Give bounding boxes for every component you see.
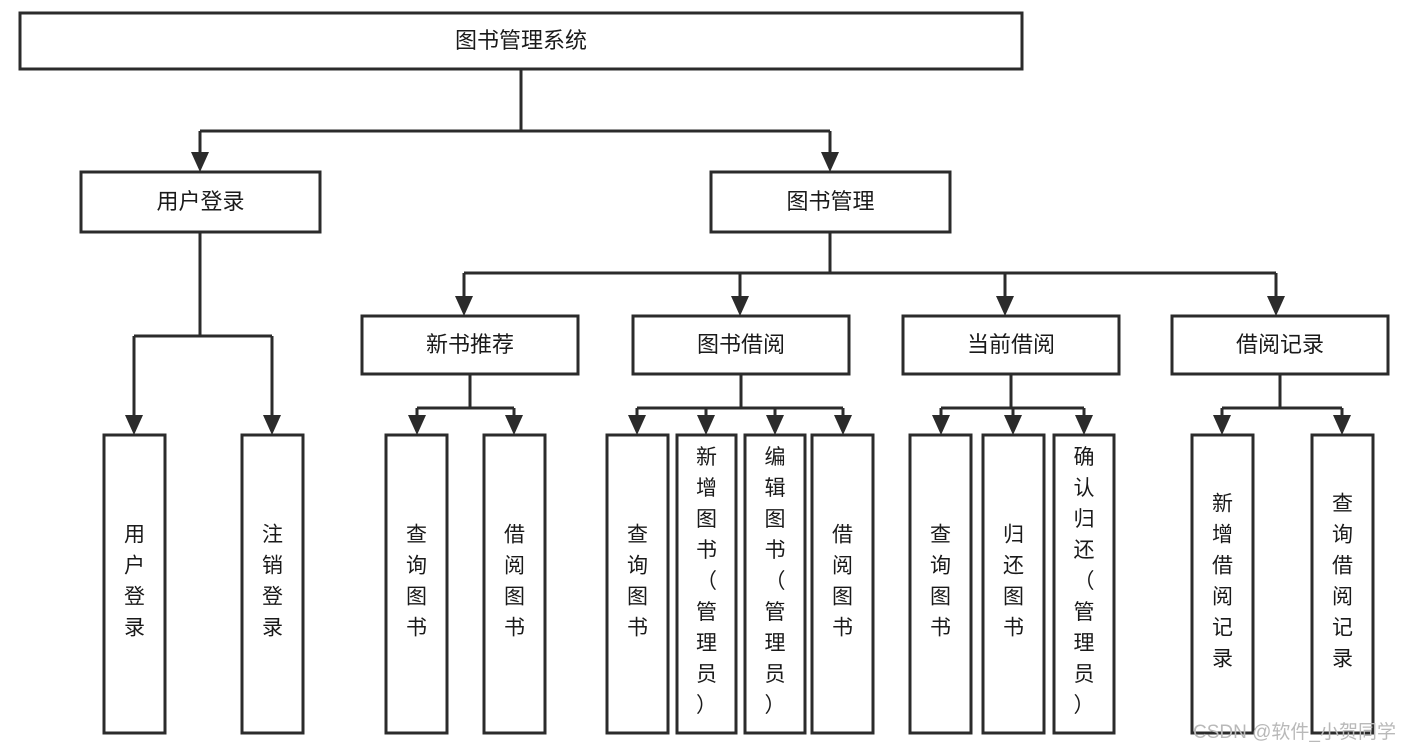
book-borrow-drop-3-arrowhead xyxy=(834,415,852,435)
current-borrow-drop-1-arrowhead xyxy=(1004,415,1022,435)
node-leaf-edit-book-label: 编辑图书（管理员） xyxy=(765,446,786,717)
node-leaf-user-login-box xyxy=(102,433,167,735)
node-leaf-user-login-label: 用户登录 xyxy=(124,524,145,640)
node-leaf-query-book-3-label: 查询图书 xyxy=(930,524,951,640)
node-borrow-record[interactable]: 借阅记录 xyxy=(1170,314,1390,376)
node-leaf-confirm-return[interactable]: 确认归还（管理员） xyxy=(1052,433,1116,735)
node-leaf-logout[interactable]: 注销登录 xyxy=(240,433,305,735)
node-root-system-box xyxy=(18,11,1024,71)
connector-layer xyxy=(125,69,1351,435)
bookmanage-drop-3-arrowhead xyxy=(1267,296,1285,316)
node-leaf-add-record-box xyxy=(1190,433,1255,735)
node-borrow-record-box xyxy=(1170,314,1390,376)
node-leaf-user-login[interactable]: 用户登录 xyxy=(102,433,167,735)
node-book-manage-label: 图书管理 xyxy=(786,189,874,214)
node-user-login-label: 用户登录 xyxy=(156,189,244,214)
node-leaf-logout-label: 注销登录 xyxy=(262,524,283,640)
node-leaf-borrow-book-1[interactable]: 借阅图书 xyxy=(482,433,547,735)
userlogin-drop-0-arrowhead xyxy=(125,415,143,435)
new-book-rec-drop-1-arrowhead xyxy=(505,415,523,435)
node-borrow-record-label: 借阅记录 xyxy=(1236,332,1324,357)
node-new-book-rec[interactable]: 新书推荐 xyxy=(360,314,580,376)
node-leaf-confirm-return-box xyxy=(1052,433,1116,735)
node-book-borrow-label: 图书借阅 xyxy=(697,332,785,357)
bookmanage-drop-2-arrowhead xyxy=(996,296,1014,316)
bookmanage-drop-1-arrowhead xyxy=(731,296,749,316)
node-leaf-add-book-label: 新增图书（管理员） xyxy=(696,446,717,717)
node-root-system[interactable]: 图书管理系统 xyxy=(18,11,1024,71)
node-leaf-add-book[interactable]: 新增图书（管理员） xyxy=(675,433,738,735)
node-layer: 图书管理系统用户登录图书管理新书推荐图书借阅当前借阅借阅记录用户登录注销登录查询… xyxy=(18,11,1390,735)
node-leaf-query-book-3-box xyxy=(908,433,973,735)
new-book-rec-drop-0-arrowhead xyxy=(408,415,426,435)
book-borrow-drop-1-arrowhead xyxy=(697,415,715,435)
current-borrow-drop-2-arrowhead xyxy=(1075,415,1093,435)
node-leaf-return-book-label: 归还图书 xyxy=(1003,524,1024,640)
node-leaf-add-record-label: 新增借阅记录 xyxy=(1212,493,1233,671)
node-leaf-return-book-box xyxy=(981,433,1046,735)
csdn-watermark: CSDN @软件_小贺同学 xyxy=(1193,721,1396,743)
node-leaf-query-book-2-label: 查询图书 xyxy=(627,524,648,640)
bookmanage-drop-0-arrowhead xyxy=(455,296,473,316)
node-leaf-borrow-book-2[interactable]: 借阅图书 xyxy=(810,433,875,735)
node-book-borrow-box xyxy=(631,314,851,376)
node-user-login-box xyxy=(79,170,322,234)
borrow-record-drop-0-arrowhead xyxy=(1213,415,1231,435)
node-leaf-borrow-book-1-box xyxy=(482,433,547,735)
node-new-book-rec-label: 新书推荐 xyxy=(426,332,514,357)
node-root-system-label: 图书管理系统 xyxy=(455,28,587,53)
current-borrow-drop-0-arrowhead xyxy=(932,415,950,435)
node-leaf-borrow-book-2-box xyxy=(810,433,875,735)
node-leaf-query-record-box xyxy=(1310,433,1375,735)
node-leaf-edit-book[interactable]: 编辑图书（管理员） xyxy=(743,433,807,735)
node-leaf-query-book-1[interactable]: 查询图书 xyxy=(384,433,449,735)
node-leaf-add-record[interactable]: 新增借阅记录 xyxy=(1190,433,1255,735)
node-user-login[interactable]: 用户登录 xyxy=(79,170,322,234)
node-book-borrow[interactable]: 图书借阅 xyxy=(631,314,851,376)
node-book-manage[interactable]: 图书管理 xyxy=(709,170,952,234)
node-leaf-query-book-1-label: 查询图书 xyxy=(406,524,427,640)
book-borrow-drop-2-arrowhead xyxy=(766,415,784,435)
node-leaf-edit-book-box xyxy=(743,433,807,735)
node-current-borrow-label: 当前借阅 xyxy=(967,332,1055,357)
root-drop-1-arrowhead xyxy=(821,152,839,172)
node-leaf-confirm-return-label: 确认归还（管理员） xyxy=(1074,446,1095,717)
node-current-borrow-box xyxy=(901,314,1121,376)
borrow-record-drop-1-arrowhead xyxy=(1333,415,1351,435)
node-leaf-add-book-box xyxy=(675,433,738,735)
node-leaf-return-book[interactable]: 归还图书 xyxy=(981,433,1046,735)
userlogin-drop-1-arrowhead xyxy=(263,415,281,435)
node-leaf-logout-box xyxy=(240,433,305,735)
node-book-manage-box xyxy=(709,170,952,234)
node-leaf-query-book-2[interactable]: 查询图书 xyxy=(605,433,670,735)
node-leaf-query-record[interactable]: 查询借阅记录 xyxy=(1310,433,1375,735)
root-drop-0-arrowhead xyxy=(191,152,209,172)
node-leaf-query-book-3[interactable]: 查询图书 xyxy=(908,433,973,735)
node-leaf-query-record-label: 查询借阅记录 xyxy=(1332,493,1353,671)
node-leaf-borrow-book-2-label: 借阅图书 xyxy=(832,524,853,640)
book-borrow-drop-0-arrowhead xyxy=(628,415,646,435)
node-leaf-query-book-1-box xyxy=(384,433,449,735)
node-leaf-query-book-2-box xyxy=(605,433,670,735)
node-leaf-borrow-book-1-label: 借阅图书 xyxy=(504,524,525,640)
node-new-book-rec-box xyxy=(360,314,580,376)
node-current-borrow[interactable]: 当前借阅 xyxy=(901,314,1121,376)
